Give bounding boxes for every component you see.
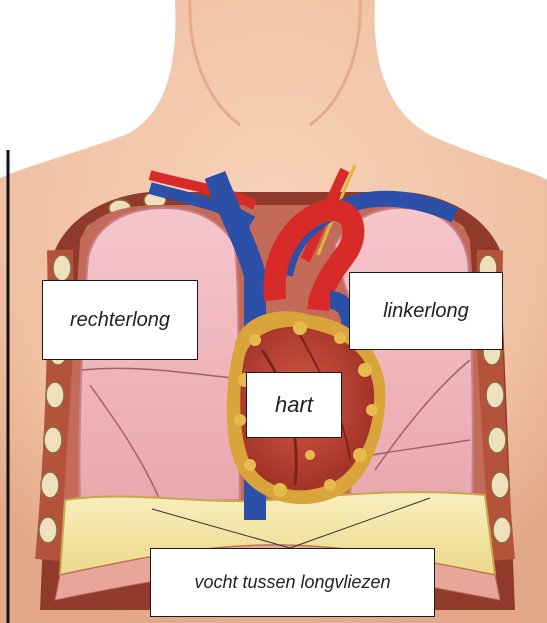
label-left-lung: linkerlong [349, 272, 503, 350]
label-pleural-fluid-text: vocht tussen longvliezen [194, 572, 390, 593]
label-heart: hart [246, 372, 342, 438]
label-right-lung: rechterlong [42, 280, 198, 360]
label-pleural-fluid: vocht tussen longvliezen [150, 548, 435, 617]
label-right-lung-text: rechterlong [70, 309, 170, 332]
label-left-lung-text: linkerlong [383, 300, 469, 323]
label-heart-text: hart [275, 392, 313, 418]
